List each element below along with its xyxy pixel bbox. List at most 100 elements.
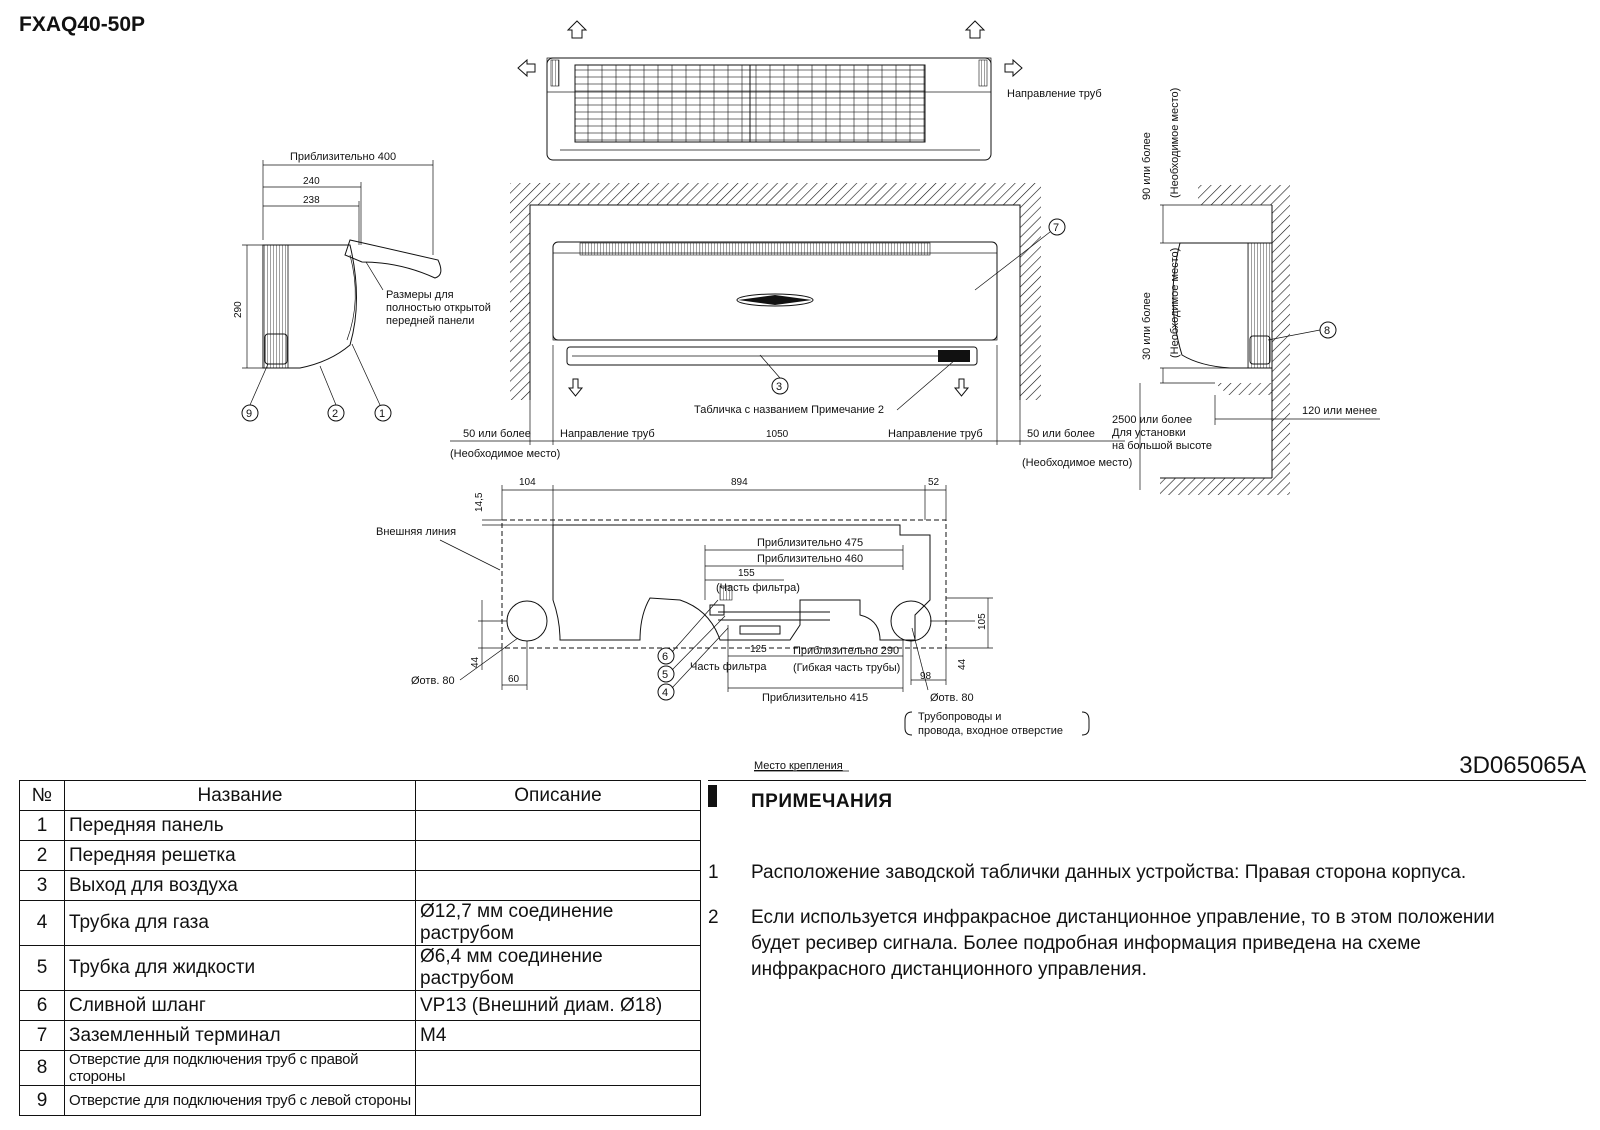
header-num: № xyxy=(19,780,65,811)
high-install-line-1: Для установки xyxy=(1112,427,1186,439)
high-install-line-2: на большой высоте xyxy=(1112,440,1212,452)
callout-7: 7 xyxy=(1053,222,1059,234)
row-num: 5 xyxy=(19,945,65,991)
row-name: Передняя панель xyxy=(64,810,416,841)
needed-space-left: (Необходимое место) xyxy=(450,448,560,460)
outer-line-label: Внешняя линия xyxy=(376,526,456,538)
pipe-direction-label-top: Направление труб xyxy=(1007,88,1102,100)
dim-125: 125 xyxy=(750,644,767,655)
pipes-inlet-line-2: провода, входное отверстие xyxy=(918,725,1063,737)
pipe-direction-right: Направление труб xyxy=(888,428,983,440)
row-name: Заземленный терминал xyxy=(64,1020,416,1051)
side-view-left: Приблизительно 400 240 238 290 Размеры д… xyxy=(233,151,491,422)
hole-80-left: Øотв. 80 xyxy=(411,675,455,687)
dim-44-right: 44 xyxy=(957,658,968,670)
open-panel-line-3: передней панели xyxy=(386,315,474,327)
dim-105: 105 xyxy=(977,613,988,630)
row-desc xyxy=(415,870,701,901)
note-number: 2 xyxy=(708,907,719,928)
open-panel-line-2: полностью открытой xyxy=(386,302,491,314)
row-name: Трубка для газа xyxy=(64,900,416,946)
row-desc xyxy=(415,1050,701,1086)
dim-2500: 2500 или более xyxy=(1112,414,1192,426)
fifty-or-more-right: 50 или более xyxy=(1027,428,1095,440)
approx-290: Приблизительно 290 xyxy=(793,645,899,657)
row-name: Выход для воздуха xyxy=(64,870,416,901)
dim-14-5: 14,5 xyxy=(474,492,485,512)
note-text: Если используется инфракрасное дистанцио… xyxy=(751,907,1495,980)
row-desc: Ø12,7 мм соединение раструбом xyxy=(415,900,701,946)
mount-place-label: Место крепления xyxy=(754,760,843,772)
row-num: 4 xyxy=(19,900,65,946)
approx-415: Приблизительно 415 xyxy=(762,692,868,704)
ninety-or-more: 90 или более xyxy=(1141,132,1153,200)
row-num: 7 xyxy=(19,1020,65,1051)
note-number: 1 xyxy=(708,862,719,883)
header-rule xyxy=(708,780,1586,781)
dim-52: 52 xyxy=(928,477,940,488)
pipe-direction-left: Направление труб xyxy=(560,428,655,440)
row-desc: Ø6,4 мм соединение раструбом xyxy=(415,945,701,991)
row-desc xyxy=(415,840,701,871)
row-desc: VP13 (Внешний диам. Ø18) xyxy=(415,990,701,1021)
callout-2: 2 xyxy=(332,408,338,420)
header-name: Название xyxy=(64,780,416,811)
dim-894: 894 xyxy=(731,477,748,488)
flex-part: (Гибкая часть трубы) xyxy=(793,662,900,674)
technical-drawing: Направление труб Приблизительно 400 240 … xyxy=(233,20,1380,772)
callout-6: 6 xyxy=(662,651,668,663)
row-num: 9 xyxy=(19,1085,65,1116)
notes-marker xyxy=(708,785,717,807)
dim-60: 60 xyxy=(508,674,520,685)
row-desc: M4 xyxy=(415,1020,701,1051)
row-desc xyxy=(415,1085,701,1116)
callout-1: 1 xyxy=(379,408,385,420)
row-name: Сливной шланг xyxy=(64,990,416,1021)
needed-space-bottom: (Необходимое место) xyxy=(1169,248,1181,358)
row-name: Трубка для жидкости xyxy=(64,945,416,991)
fifty-or-more-left: 50 или более xyxy=(463,428,531,440)
document-code: 3D065065A xyxy=(1459,752,1586,779)
dim-238: 238 xyxy=(303,195,320,206)
row-name: Отверстие для подключения труб с левой с… xyxy=(64,1085,416,1116)
dim-44-left: 44 xyxy=(470,656,481,668)
callout-8: 8 xyxy=(1324,325,1330,337)
pipes-inlet-line-1: Трубопроводы и xyxy=(918,711,1001,723)
row-name: Передняя решетка xyxy=(64,840,416,871)
filter-part-paren: (Часть фильтра) xyxy=(716,582,800,594)
approx-460: Приблизительно 460 xyxy=(757,553,863,565)
row-num: 2 xyxy=(19,840,65,871)
row-num: 1 xyxy=(19,810,65,841)
row-desc xyxy=(415,810,701,841)
callout-3: 3 xyxy=(776,381,782,393)
thirty-or-more: 30 или более xyxy=(1141,292,1153,360)
model-title: FXAQ40-50P xyxy=(19,13,146,36)
dim-104: 104 xyxy=(519,477,536,488)
header-desc: Описание xyxy=(415,780,701,811)
top-view: Направление труб xyxy=(517,20,1102,161)
note-text: Расположение заводской таблички данных у… xyxy=(751,862,1467,883)
approx-400-label: Приблизительно 400 xyxy=(290,151,396,163)
filter-part: Часть фильтра xyxy=(690,661,767,673)
mounting-plate: 104 894 52 14,5 Внешняя линия Приблизите… xyxy=(376,477,1090,772)
needed-space-top: (Необходимое место) xyxy=(1169,88,1181,198)
notes-title: ПРИМЕЧАНИЯ xyxy=(751,791,893,812)
approx-475: Приблизительно 475 xyxy=(757,537,863,549)
table-header-row: № Название Описание xyxy=(19,780,701,811)
row-num: 6 xyxy=(19,990,65,1021)
dim-1050: 1050 xyxy=(766,429,789,440)
open-panel-line-1: Размеры для xyxy=(386,289,454,301)
hole-80-right: Øотв. 80 xyxy=(930,692,974,704)
front-view: 7 3 Табличка с названием Примечание 2 50… xyxy=(450,183,1132,469)
side-view-right: 8 90 или более (Необходимое место) 30 ил… xyxy=(1112,88,1380,495)
row-num: 3 xyxy=(19,870,65,901)
